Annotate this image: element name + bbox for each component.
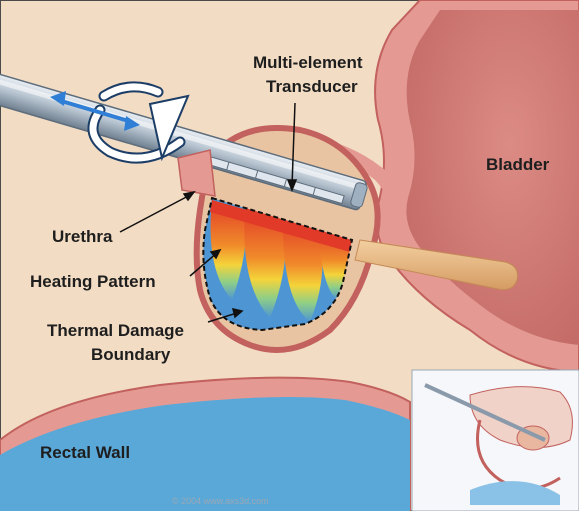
copyright-notice: © 2004 www.axs3d.com bbox=[172, 496, 269, 506]
label-rectal-wall: Rectal Wall bbox=[40, 443, 130, 462]
label-heating-pattern: Heating Pattern bbox=[30, 272, 156, 291]
label-urethra: Urethra bbox=[52, 227, 113, 246]
label-bladder: Bladder bbox=[486, 155, 550, 174]
anatomy-inset bbox=[412, 370, 579, 511]
label-transducer-line2: Transducer bbox=[266, 77, 358, 96]
label-thermal-line2: Boundary bbox=[91, 345, 171, 364]
urethra bbox=[178, 150, 215, 196]
label-transducer-line1: Multi-element bbox=[253, 53, 363, 72]
label-thermal-line1: Thermal Damage bbox=[47, 321, 184, 340]
